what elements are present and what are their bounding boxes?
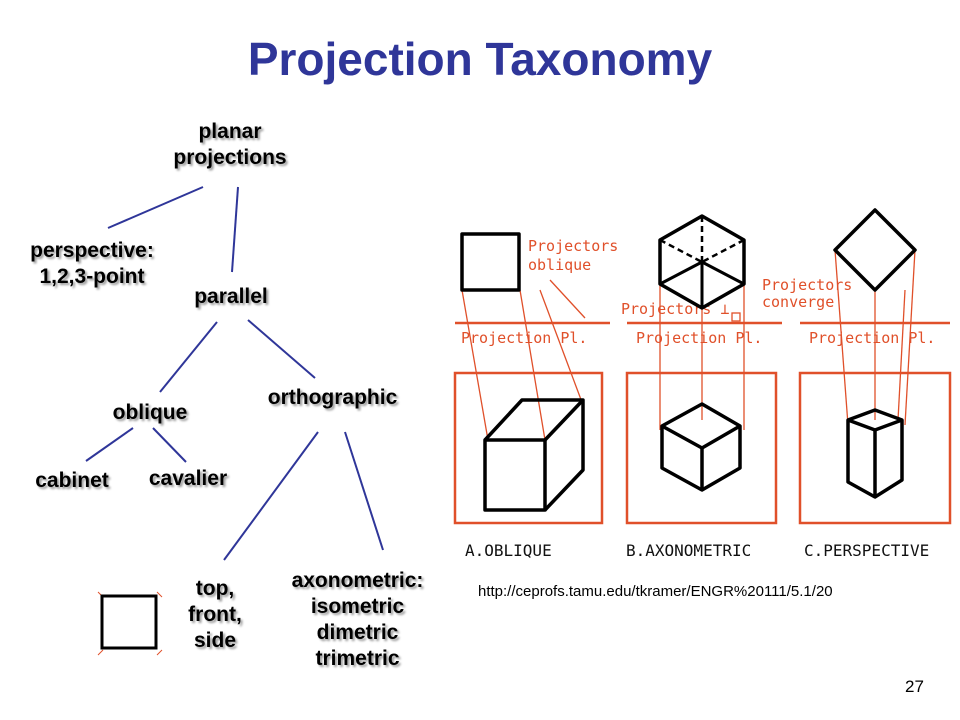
node-parallel: parallel	[194, 285, 268, 308]
page-number: 27	[905, 677, 924, 696]
label-projectors-converge-2: converge	[762, 293, 834, 311]
oblique-cube	[483, 398, 585, 512]
square-view-icon	[97, 591, 163, 656]
label-projection-plane-a: Projection Pl.	[461, 329, 587, 347]
edge-oblique-cavalier	[152, 427, 187, 463]
label-projection-plane-c: Projection Pl.	[809, 329, 935, 347]
node-top-front-side: top,front,side	[188, 577, 242, 652]
caption-perspective: C.PERSPECTIVE	[804, 541, 929, 560]
object-square-a	[460, 232, 521, 292]
edge-parallel-orthographic	[247, 319, 316, 379]
node-cavalier: cavalier	[148, 467, 228, 490]
edge-root-parallel	[231, 186, 239, 273]
edge-root-perspective	[107, 186, 204, 229]
edge-oblique-cabinet	[85, 427, 134, 462]
perspective-cube	[846, 408, 904, 499]
edge-parallel-oblique	[159, 321, 218, 393]
slide-title: Projection Taxonomy	[247, 33, 713, 85]
label-projectors-oblique-1: Projectors	[528, 237, 618, 255]
edge-ortho-axonometric	[344, 431, 384, 551]
label-projectors-converge-1: Projectors	[762, 276, 852, 294]
label-projectors-oblique-2: oblique	[528, 256, 591, 274]
node-perspective: perspective:1,2,3-point	[30, 239, 154, 288]
object-diamond-c	[833, 208, 917, 292]
node-oblique: oblique	[112, 401, 188, 424]
caption-oblique: A.OBLIQUE	[465, 541, 552, 560]
caption-axonometric: B.AXONOMETRIC	[626, 541, 751, 560]
node-cabinet: cabinet	[35, 469, 109, 492]
source-url[interactable]: http://ceprofs.tamu.edu/tkramer/ENGR%201…	[478, 583, 833, 600]
label-projection-plane-b: Projection Pl.	[636, 329, 762, 347]
isometric-cube	[660, 402, 742, 492]
edge-ortho-topfrontside	[223, 431, 319, 561]
node-orthographic: orthographic	[267, 386, 398, 409]
